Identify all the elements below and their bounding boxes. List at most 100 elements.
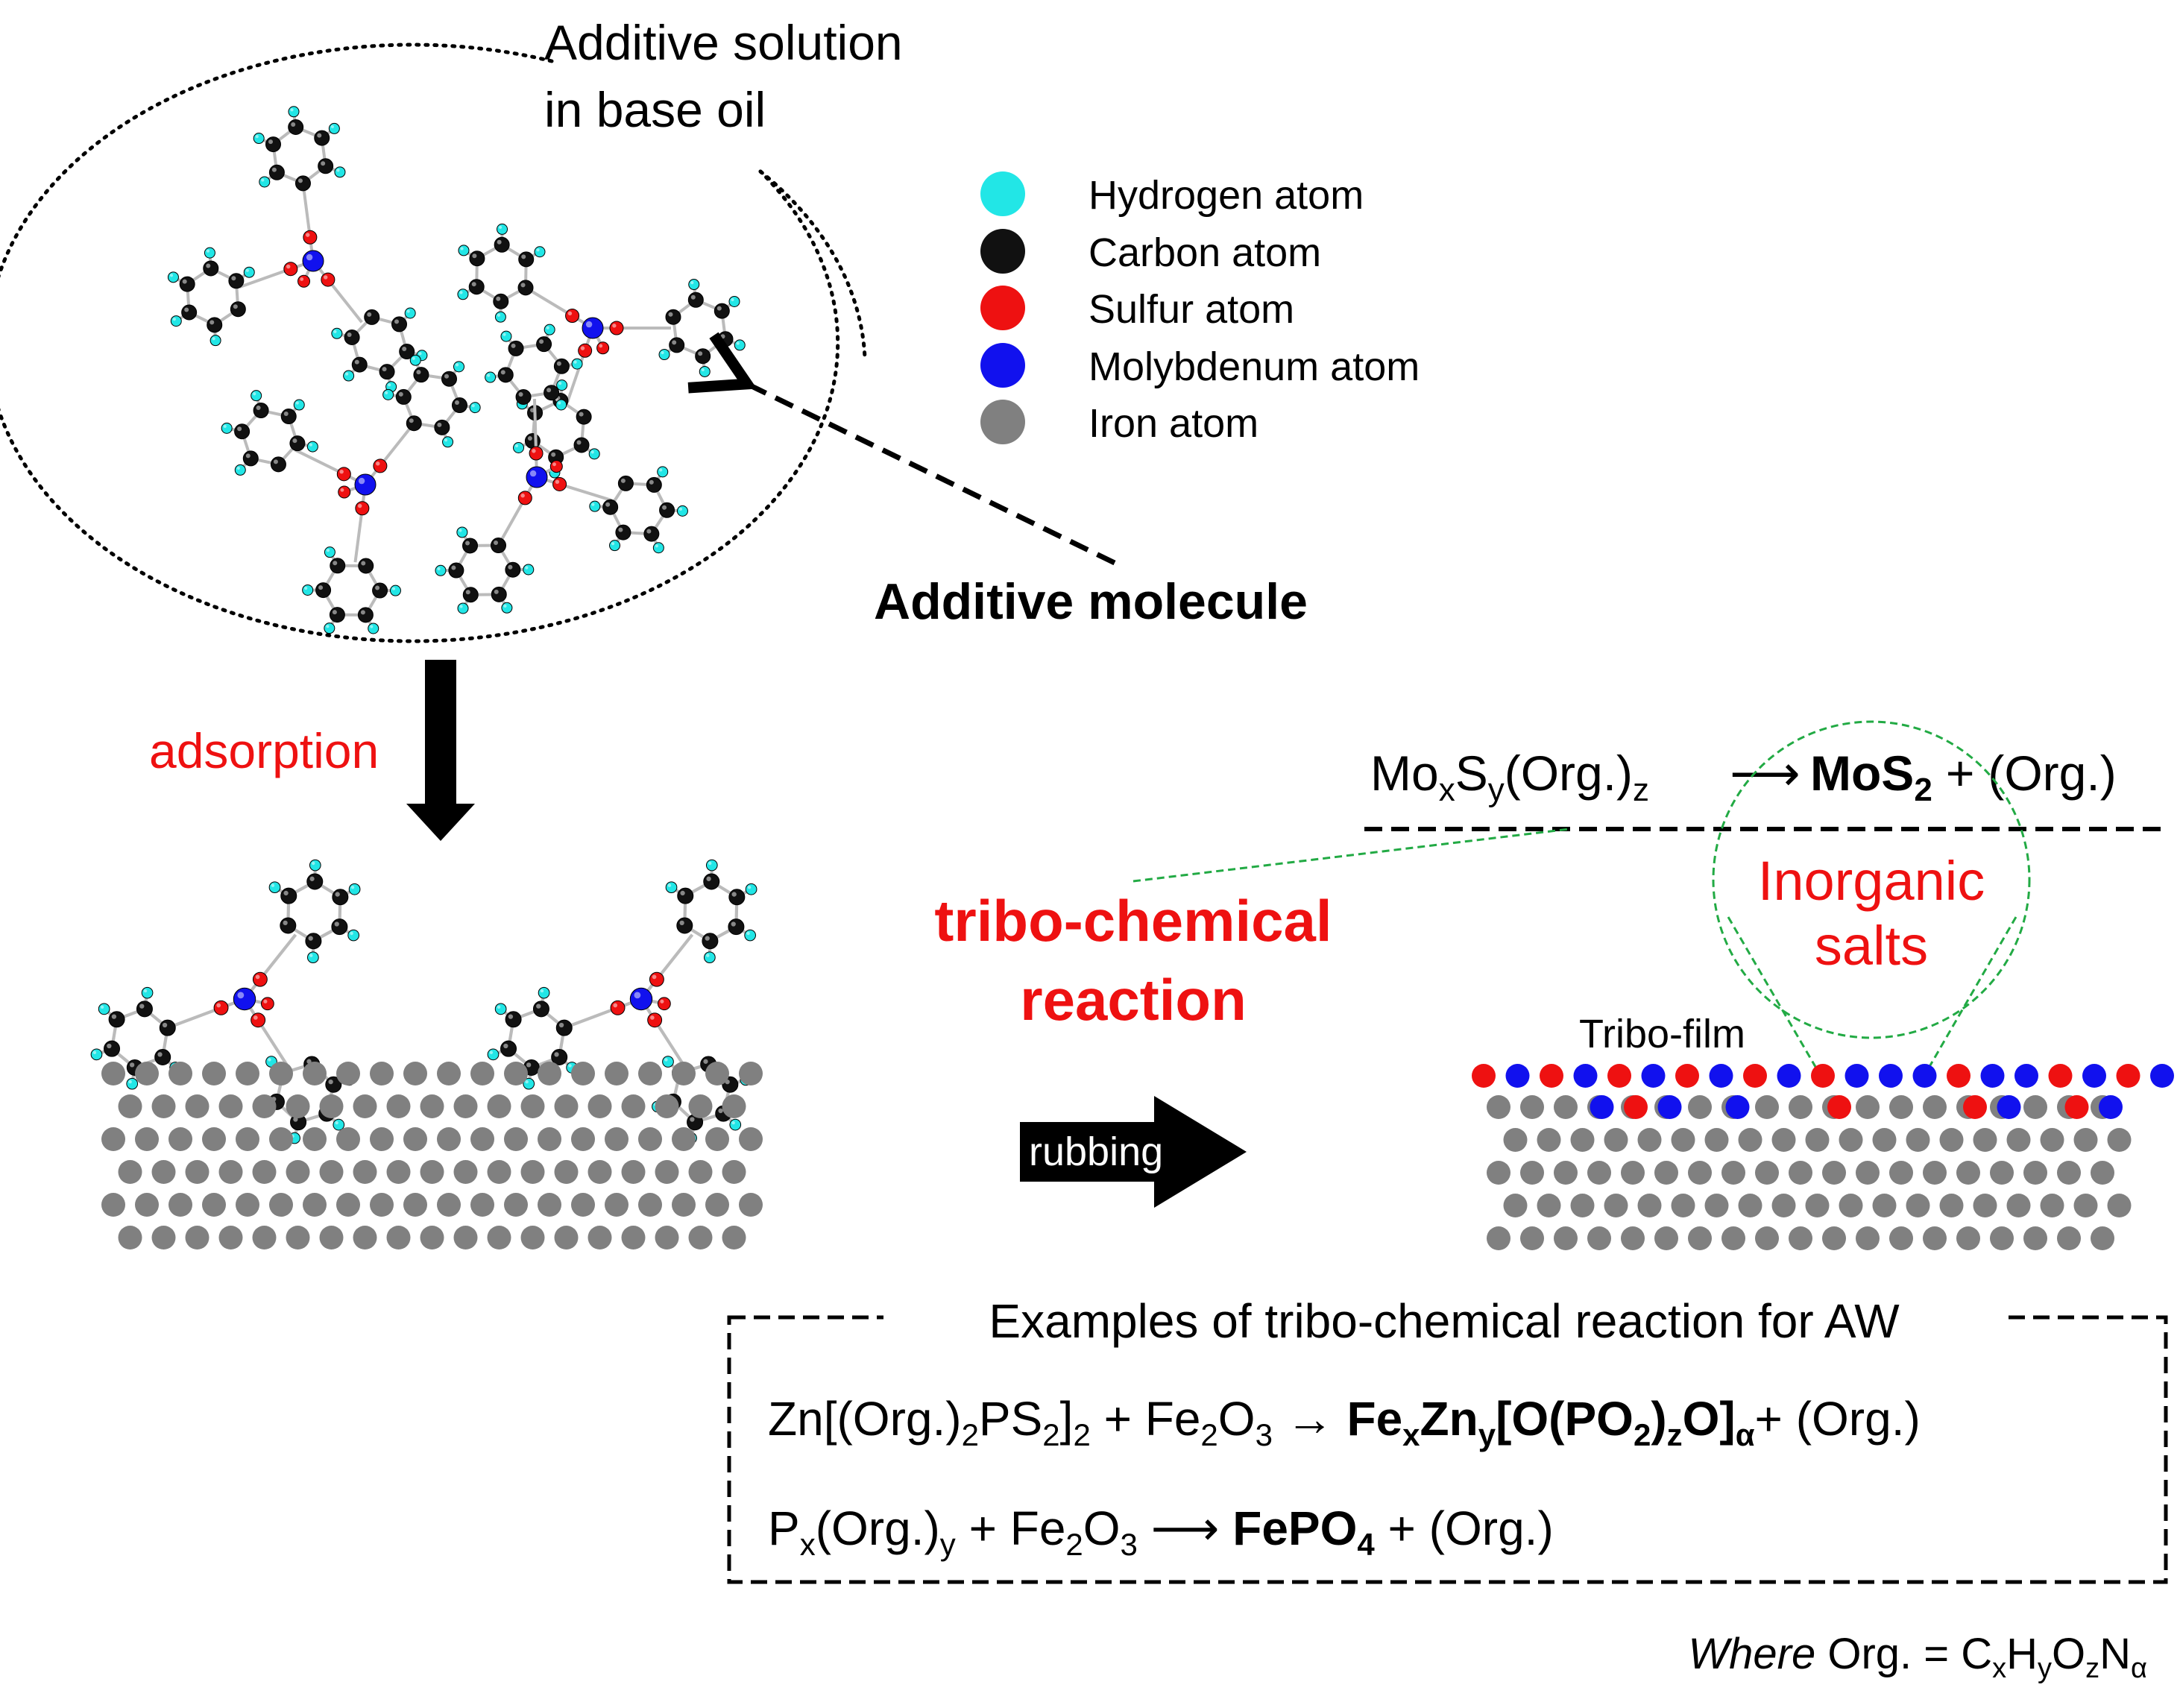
iron-atom	[420, 1160, 444, 1184]
iron-atom	[1637, 1128, 1662, 1152]
iron-atom	[236, 1193, 259, 1217]
iron-atom	[1554, 1095, 1578, 1119]
iron-atom	[1520, 1226, 1544, 1250]
tribofilm-atom	[1980, 1064, 2005, 1088]
adsorption-label: adsorption	[149, 723, 379, 778]
iron-atom	[1721, 1161, 1745, 1185]
iron-atom	[403, 1193, 427, 1217]
iron-atom	[520, 1160, 545, 1184]
iron-atom	[1704, 1194, 1729, 1217]
iron-atom	[1738, 1128, 1762, 1152]
iron-atom	[353, 1094, 377, 1118]
iron-atom	[1990, 1226, 2014, 1250]
iron-atom	[1923, 1226, 1947, 1250]
legend-swatch-iron	[980, 400, 1025, 444]
iron-atom	[1503, 1128, 1528, 1152]
iron-atom	[722, 1160, 746, 1184]
iron-atom	[202, 1062, 226, 1085]
iron-atom	[1487, 1161, 1510, 1185]
iron-atom	[504, 1127, 528, 1151]
iron-atom	[1906, 1128, 1930, 1152]
iron-atom	[185, 1094, 210, 1118]
iron-atom	[1939, 1128, 1964, 1152]
iron-atom	[269, 1062, 293, 1085]
iron-atom	[252, 1094, 277, 1118]
iron-atom	[453, 1226, 478, 1250]
additive-molecule	[457, 223, 746, 479]
example-equation-2: Px(Org.)y + Fe2O3 ⟶ FePO4 + (Org.)	[768, 1501, 1554, 1562]
iron-atom	[1738, 1194, 1762, 1217]
iron-atom	[151, 1226, 176, 1250]
iron-atom	[587, 1226, 612, 1250]
iron-atom	[2107, 1128, 2132, 1152]
legend-swatch-molybdenum	[980, 343, 1025, 388]
tribofilm-atom	[1912, 1064, 1937, 1088]
iron-atom	[2040, 1128, 2064, 1152]
iron-atom	[353, 1226, 377, 1250]
iron-atom	[739, 1062, 763, 1085]
iron-atom	[437, 1062, 461, 1085]
iron-atom	[1973, 1194, 1997, 1217]
iron-atom	[1755, 1161, 1779, 1185]
tribofilm-atom	[1505, 1064, 1530, 1088]
tribofilm-atom	[1997, 1095, 2021, 1119]
iron-atom	[1604, 1128, 1628, 1152]
iron-atom	[286, 1226, 310, 1250]
iron-atom	[319, 1094, 344, 1118]
rubbing-arrow	[1020, 1096, 1247, 1208]
iron-atom	[739, 1127, 763, 1151]
iron-atom	[571, 1062, 595, 1085]
iron-atom	[1889, 1095, 1913, 1119]
iron-atom	[1554, 1161, 1578, 1185]
iron-atom	[2023, 1226, 2047, 1250]
iron-atom	[1621, 1161, 1645, 1185]
mos2-equation: MoxSy(Org.)z ⟶ MoS2+(Org.)	[1370, 746, 2117, 808]
tribofilm-atom	[2064, 1095, 2089, 1119]
tribofilm-atom	[1879, 1064, 1903, 1088]
tribo-label-line2: reaction	[1020, 967, 1246, 1033]
iron-atom	[605, 1062, 629, 1085]
svg-text:MoS2+(Org.): MoS2+(Org.)	[1810, 746, 2117, 808]
additive-molecule	[435, 324, 688, 614]
iron-atom	[1990, 1161, 2014, 1185]
iron-atom	[554, 1226, 579, 1250]
legend-label: Iron atom	[1089, 401, 1258, 446]
iron-atom	[538, 1062, 561, 1085]
tribofilm-atom	[2099, 1095, 2123, 1119]
iron-atom	[286, 1160, 310, 1184]
tribofilm-atom	[1540, 1064, 1563, 1088]
free-additive-molecules	[167, 106, 746, 634]
tribofilm-atom	[1573, 1064, 1598, 1088]
iron-atom	[520, 1226, 545, 1250]
solution-ellipse	[0, 42, 867, 643]
tribofilm-label: Tribo-film	[1579, 1012, 1745, 1056]
iron-atom	[218, 1160, 243, 1184]
tribofilm-atom	[1709, 1064, 1733, 1088]
iron-atom	[2107, 1194, 2132, 1217]
iron-atom	[621, 1094, 646, 1118]
iron-atom	[504, 1193, 528, 1217]
iron-atom	[1688, 1095, 1712, 1119]
iron-atom	[1872, 1128, 1897, 1152]
iron-atom	[370, 1062, 394, 1085]
iron-atom	[1755, 1095, 1779, 1119]
tribofilm-atom	[1845, 1064, 1869, 1088]
legend-label: Molybdenum atom	[1089, 344, 1420, 389]
iron-atom	[453, 1094, 478, 1118]
tribofilm-atom	[1827, 1095, 1851, 1119]
iron-atom	[672, 1062, 696, 1085]
iron-atom	[520, 1094, 545, 1118]
iron-atom	[303, 1193, 327, 1217]
example-equation-1: Zn[(Org.)2PS2]2 + Fe2O3 → FexZny[O(PO2)z…	[768, 1392, 1921, 1452]
iron-atom	[688, 1226, 713, 1250]
svg-text:MoxSy(Org.)z: MoxSy(Org.)z	[1370, 746, 1649, 808]
tribofilm-atom	[2048, 1064, 2073, 1088]
iron-atom	[638, 1127, 662, 1151]
iron-atom	[1671, 1194, 1695, 1217]
iron-atom	[688, 1094, 713, 1118]
iron-atom	[470, 1193, 494, 1217]
iron-atom	[504, 1062, 528, 1085]
iron-atom	[1688, 1226, 1712, 1250]
